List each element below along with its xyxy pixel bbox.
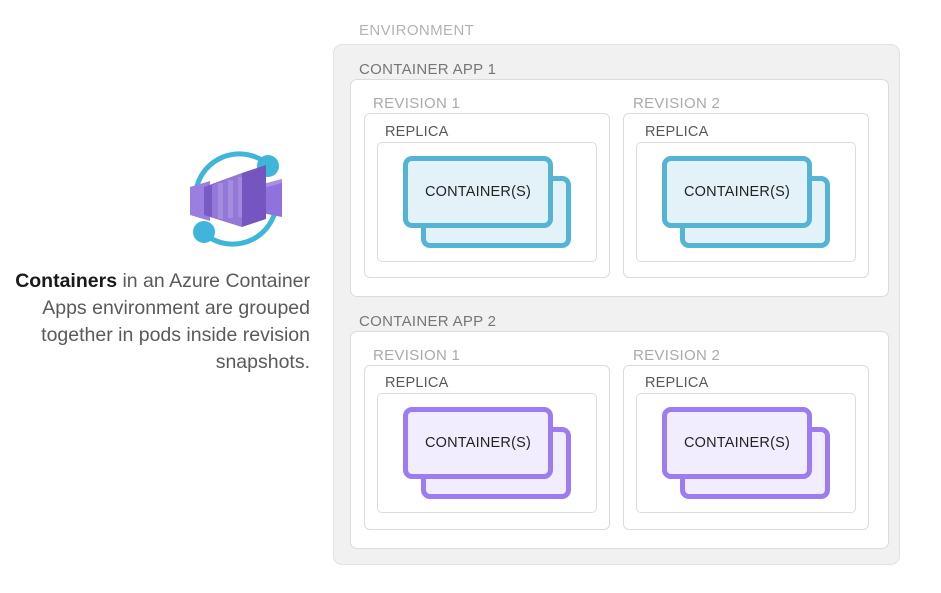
caption-rest: in an Azure Container Apps environment a… (41, 270, 310, 373)
container-card-front: CONTAINER(S) (403, 156, 553, 228)
container-app-2-label: CONTAINER APP 2 (359, 313, 497, 330)
container-card-front: CONTAINER(S) (403, 407, 553, 479)
page-caption: Containers in an Azure Container Apps en… (10, 268, 310, 376)
container-card-label: CONTAINER(S) (683, 184, 791, 200)
app-2-revision-2-replica-label: REPLICA (645, 375, 709, 391)
container-card-label: CONTAINER(S) (424, 435, 532, 451)
app-2-revision-1-replica-label: REPLICA (385, 375, 449, 391)
app-1-revision-1-replica-label: REPLICA (385, 124, 449, 140)
app-1-revision-2-label: REVISION 2 (633, 95, 721, 112)
azure-container-apps-icon (180, 143, 292, 255)
container-card-label: CONTAINER(S) (424, 184, 532, 200)
app-1-revision-2-container-stack: CONTAINER(S) (662, 156, 830, 248)
container-card-label: CONTAINER(S) (683, 435, 791, 451)
container-card-front: CONTAINER(S) (662, 156, 812, 228)
caption-bold-word: Containers (15, 270, 118, 292)
container-app-1-label: CONTAINER APP 1 (359, 61, 497, 78)
container-card-front: CONTAINER(S) (662, 407, 812, 479)
app-1-revision-2-replica-label: REPLICA (645, 124, 709, 140)
app-2-revision-1-label: REVISION 1 (373, 347, 461, 364)
app-1-revision-1-container-stack: CONTAINER(S) (403, 156, 571, 248)
environment-label: ENVIRONMENT (359, 22, 475, 39)
app-2-revision-2-label: REVISION 2 (633, 347, 721, 364)
app-2-revision-1-container-stack: CONTAINER(S) (403, 407, 571, 499)
app-1-revision-1-label: REVISION 1 (373, 95, 461, 112)
description-panel: Containers in an Azure Container Apps en… (0, 0, 320, 593)
app-2-revision-2-container-stack: CONTAINER(S) (662, 407, 830, 499)
